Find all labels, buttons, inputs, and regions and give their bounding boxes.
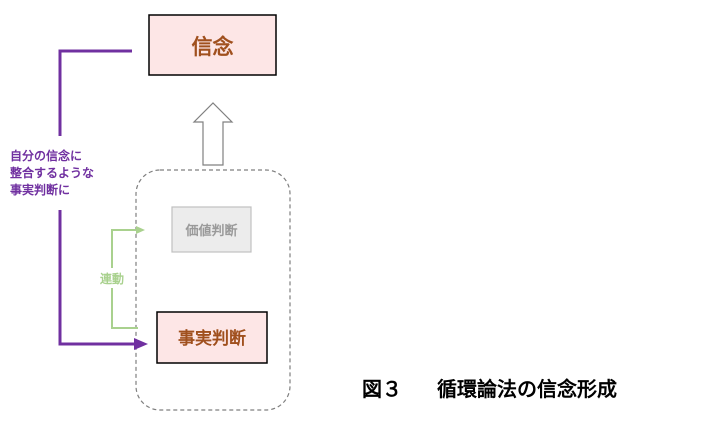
feedback-note-line-1: 自分の信念に (10, 148, 82, 163)
value-judgment-label: 価値判断 (184, 223, 237, 239)
fact-judgment-label: 事実判断 (178, 328, 246, 349)
feedback-line-top (58, 49, 132, 136)
figure-number: 図３ (362, 377, 402, 401)
belief-box (148, 14, 277, 76)
feedback-note-line-2: 整合するような (9, 165, 94, 180)
belief-box-label: 信念 (192, 35, 234, 59)
fact-judgment-box (156, 311, 268, 364)
link-label: 連動 (100, 271, 124, 286)
feedback-line-bottom (58, 210, 136, 346)
link-label-bg (94, 268, 130, 288)
hollow-up-arrow-icon (192, 102, 234, 166)
value-judgment-box (171, 206, 252, 253)
link-arrow-head-icon (136, 226, 145, 234)
figure-title: 循環論法の信念形成 (437, 377, 617, 401)
feedback-note-line-3: 事実判断に (10, 182, 70, 197)
judgment-group-container (135, 169, 291, 411)
feedback-arrow-head-icon (134, 338, 148, 350)
